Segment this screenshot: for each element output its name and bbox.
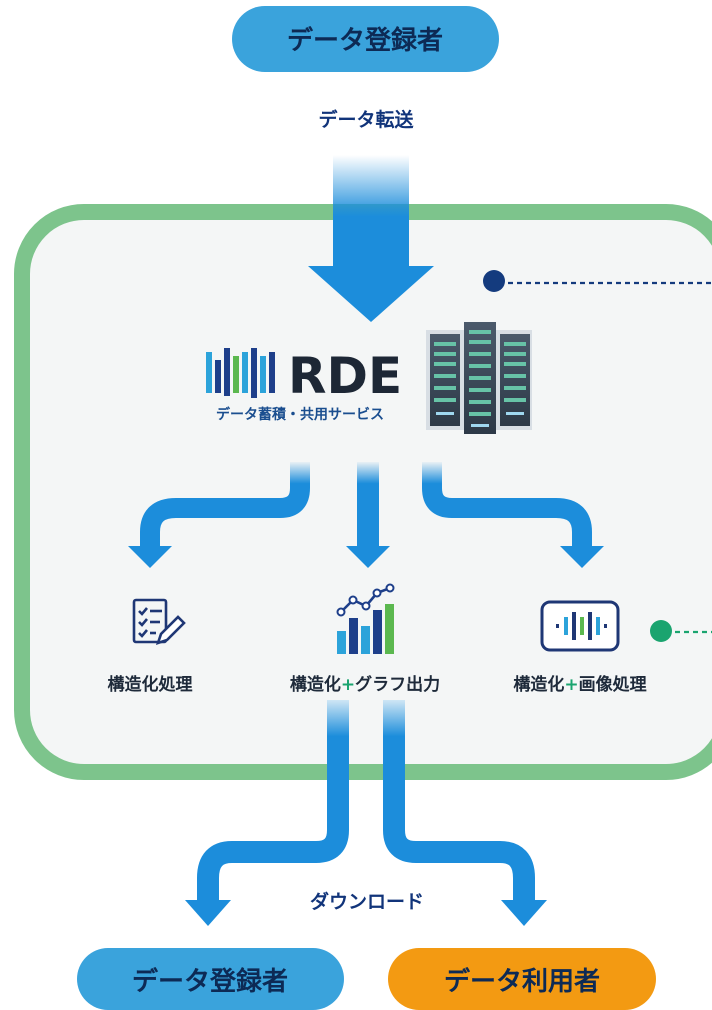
signal-waveform-icon — [540, 600, 620, 652]
process-label-graph: 構造化+グラフ出力 — [290, 674, 440, 695]
branch-arrow-center-icon — [346, 462, 390, 568]
bottom-registrant-label: データ登録者 — [132, 966, 288, 997]
top-pill-label: データ登録者 — [287, 25, 443, 56]
bottom-user-pill-bg — [388, 948, 656, 1010]
download-label: ダウンロード — [310, 890, 424, 913]
rde-subtitle: データ蓄積・共用サービス — [216, 406, 384, 423]
rde-bars-logo-icon — [206, 348, 275, 398]
bottom-user-label: データ利用者 — [444, 966, 600, 997]
rde-logo-text: RDE — [288, 347, 402, 405]
green-dot-icon — [650, 620, 672, 642]
bottom-user-pill: データ利用者 — [388, 948, 656, 1010]
upload-label: データ転送 — [318, 108, 414, 131]
checklist-pencil-icon — [132, 598, 186, 646]
process-label-image: 構造化+画像処理 — [513, 674, 646, 695]
bottom-registrant-pill-bg — [77, 948, 344, 1010]
download-arrow-right-icon — [383, 700, 547, 926]
bottom-registrant-pill: データ登録者 — [77, 948, 344, 1010]
download-arrow-left-icon — [185, 700, 349, 926]
navy-dot-icon — [483, 270, 505, 292]
branch-arrow-left-icon — [128, 462, 310, 568]
branch-arrow-right-icon — [422, 462, 604, 568]
process-label-structuring: 構造化処理 — [108, 674, 193, 695]
server-rack-icon — [426, 322, 532, 434]
top-registrant-pill: データ登録者 — [232, 6, 499, 72]
dotted-connector-top — [483, 270, 712, 292]
top-pill-bg — [232, 6, 499, 72]
dotted-connector-mid — [650, 620, 712, 642]
bar-line-chart-icon — [336, 583, 395, 654]
upload-arrow-icon — [308, 155, 434, 322]
